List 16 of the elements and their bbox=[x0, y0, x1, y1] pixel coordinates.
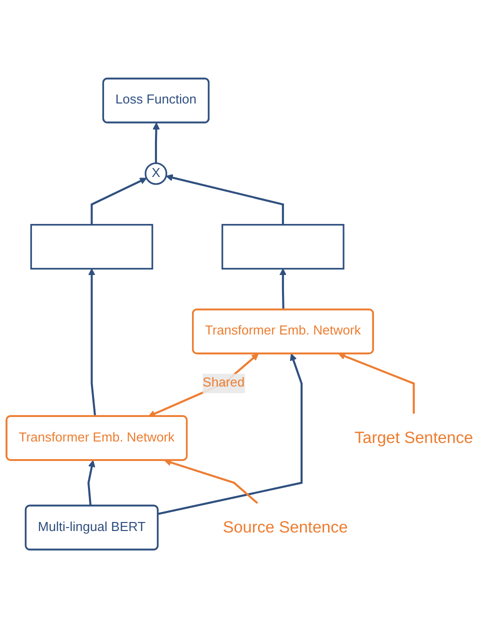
arrow bbox=[164, 458, 258, 504]
arrow bbox=[87, 460, 96, 506]
node-text: Target Sentence bbox=[354, 428, 474, 447]
arrow bbox=[158, 353, 303, 515]
arrow bbox=[338, 352, 415, 414]
arrow bbox=[152, 122, 160, 163]
node-text: Source Sentence bbox=[222, 518, 348, 536]
arrow bbox=[90, 177, 147, 225]
arrow bbox=[166, 174, 284, 225]
arrow bbox=[148, 353, 259, 417]
node-box bbox=[30, 224, 154, 270]
node-circle bbox=[144, 162, 168, 185]
arrow bbox=[88, 268, 96, 416]
flowchart: Shared Loss Function X Transformer Emb. Network Transformer Emb. Network Multi-lingual BERT Source Sentence Target Sentence bbox=[0, 72, 504, 558]
arrow bbox=[279, 268, 287, 310]
node-box bbox=[222, 224, 344, 270]
